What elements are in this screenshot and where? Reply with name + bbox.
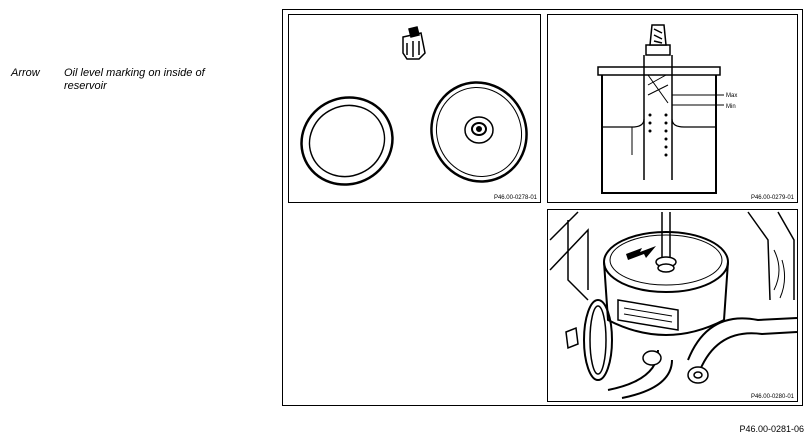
legend-term: Arrow: [11, 67, 40, 79]
figure-ref: P46.00-0281-06: [739, 424, 804, 434]
parts-illustration: P46.00-0278-01: [300, 26, 538, 201]
panel-ref: P46.00-0278-01: [494, 195, 538, 201]
figure-frame: [282, 9, 803, 406]
cap-part: [402, 26, 426, 60]
panel-parts: P46.00-0278-01: [288, 14, 541, 203]
legend-description: Oil level marking on inside of reservoir: [64, 67, 205, 92]
panel-installed: P46.00-0280-01: [547, 209, 798, 402]
min-label: Min: [726, 104, 736, 110]
panel-section: Max Min P46.00-0279-01: [547, 14, 798, 203]
installed-illustration: P46.00-0280-01: [549, 211, 798, 400]
panel-ref: P46.00-0279-01: [751, 195, 795, 201]
reservoir-lid: [430, 81, 528, 183]
gasket-ring: [300, 96, 394, 186]
reservoir-body: [601, 75, 717, 194]
panel-ref: P46.00-0280-01: [751, 394, 795, 400]
max-label: Max: [726, 93, 737, 99]
arrow-icon: [626, 246, 656, 260]
filter-tube: [643, 55, 673, 180]
section-illustration: Max Min P46.00-0279-01: [597, 24, 795, 201]
